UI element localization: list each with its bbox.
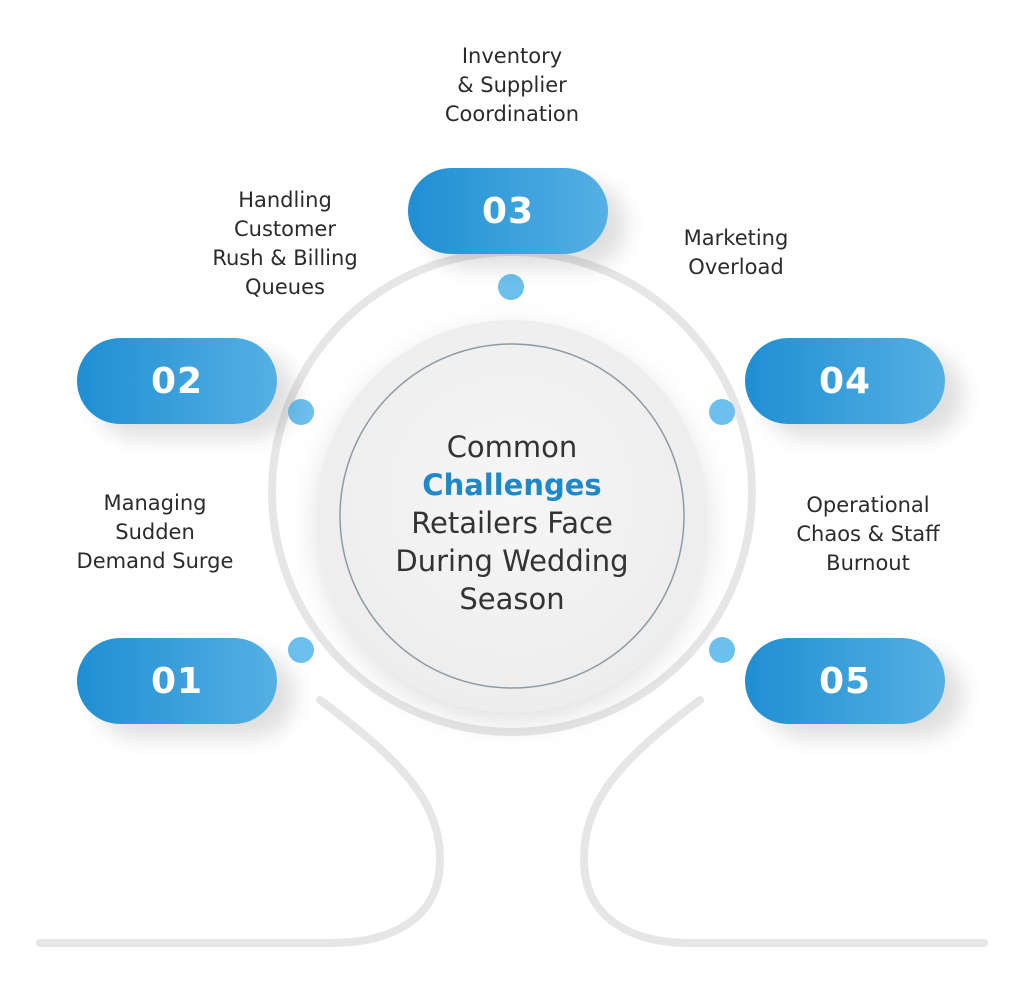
step-number-03: 03: [481, 190, 535, 232]
center-title-line-5: Season: [459, 582, 565, 616]
center-title-line-4: During Wedding: [395, 544, 629, 578]
step-number-04: 04: [818, 360, 872, 402]
step-pill-04: 04: [745, 338, 945, 424]
step-label-01: Managing Sudden Demand Surge: [76, 491, 234, 573]
step-label-03: Inventory & Supplier Coordination: [444, 44, 580, 126]
track-tail-left: [316, 696, 445, 947]
center-title-line-1: Common: [446, 430, 578, 464]
step-pill-02: 02: [77, 338, 277, 424]
connector-dot-03: [498, 274, 524, 300]
step-label-02: Handling Customer Rush & Billing Queues: [212, 188, 358, 299]
center-title: Common Challenges Retailers Face During …: [372, 428, 652, 618]
center-title-highlight: Challenges: [422, 468, 602, 502]
step-pill-03: 03: [408, 168, 608, 254]
step-number-01: 01: [150, 660, 204, 702]
center-circle-inner-ring: [339, 343, 685, 689]
step-number-02: 02: [150, 360, 204, 402]
step-number-05: 05: [818, 660, 872, 702]
step-label-04: Marketing Overload: [683, 226, 789, 279]
connector-dot-04: [709, 399, 735, 425]
step-pill-05: 05: [745, 638, 945, 724]
step-pill-01: 01: [77, 638, 277, 724]
connector-dot-02: [288, 399, 314, 425]
connector-dot-05: [709, 637, 735, 663]
center-circle: [316, 320, 708, 712]
step-label-05: Operational Chaos & Staff Burnout: [796, 493, 940, 575]
center-title-line-3: Retailers Face: [411, 506, 613, 540]
connector-dot-01: [288, 637, 314, 663]
track-tail-right: [579, 696, 704, 947]
